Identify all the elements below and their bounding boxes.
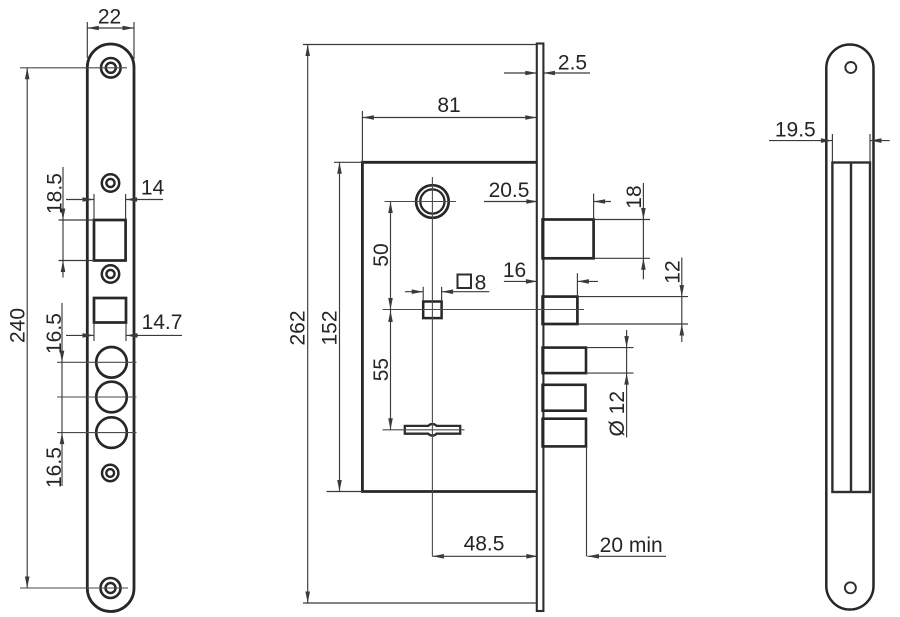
svg-text:12: 12 (662, 260, 685, 283)
svg-text:14: 14 (141, 177, 165, 200)
svg-text:22: 22 (98, 6, 121, 29)
svg-text:19.5: 19.5 (775, 119, 816, 142)
svg-text:20.5: 20.5 (489, 179, 530, 202)
svg-text:16.5: 16.5 (43, 313, 66, 354)
svg-text:55: 55 (370, 358, 393, 381)
svg-text:18: 18 (623, 185, 646, 208)
svg-text:16.5: 16.5 (43, 447, 66, 488)
svg-text:8: 8 (475, 272, 487, 295)
svg-text:50: 50 (370, 243, 393, 266)
svg-text:152: 152 (319, 310, 342, 345)
svg-text:Ø 12: Ø 12 (606, 391, 629, 437)
svg-text:20 min: 20 min (600, 534, 663, 557)
svg-text:14.7: 14.7 (142, 311, 183, 334)
svg-text:48.5: 48.5 (464, 533, 505, 556)
svg-text:81: 81 (437, 94, 460, 117)
svg-text:16: 16 (503, 259, 526, 282)
svg-text:262: 262 (287, 310, 310, 345)
svg-text:18.5: 18.5 (44, 173, 67, 214)
svg-text:240: 240 (7, 308, 30, 343)
svg-text:2.5: 2.5 (558, 52, 587, 75)
